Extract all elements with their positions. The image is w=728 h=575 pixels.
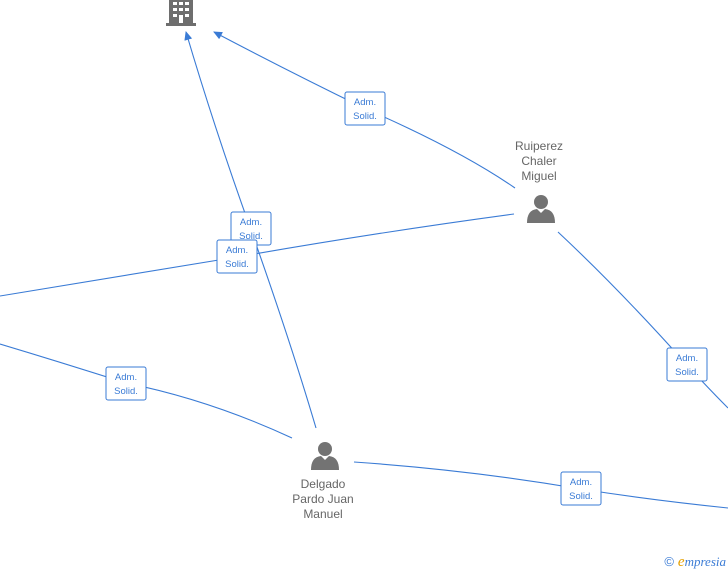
- edge-label-line1: Adm.: [570, 477, 592, 488]
- node-label-line: Delgado: [301, 477, 346, 491]
- edge-label-line2: Solid.: [225, 259, 249, 270]
- node-label-line: Pardo Juan: [292, 492, 353, 506]
- edge-label-line2: Solid.: [675, 367, 699, 378]
- brand-name: mpresia: [684, 554, 726, 569]
- node-label-line: Ruiperez: [515, 139, 563, 153]
- edge-label: Adm. Solid.: [560, 471, 602, 506]
- person-node-ruiperez[interactable]: Ruiperez Chaler Miguel: [515, 139, 563, 223]
- company-node[interactable]: [166, 0, 196, 26]
- edge-label-line1: Adm.: [354, 97, 376, 108]
- copyright-symbol: ©: [664, 554, 674, 569]
- node-label-line: Manuel: [303, 507, 342, 521]
- person-icon: [527, 195, 555, 223]
- edge-delgado-to-right: [353, 461, 728, 509]
- edge-label-line1: Adm.: [676, 353, 698, 364]
- edge-label-line1: Adm.: [115, 372, 137, 383]
- edge-label-line2: Solid.: [569, 491, 593, 502]
- node-label-line: Miguel: [521, 169, 556, 183]
- edge-label: Adm. Solid.: [344, 91, 386, 126]
- person-node-delgado[interactable]: Delgado Pardo Juan Manuel: [292, 442, 354, 521]
- edge-label-line2: Solid.: [353, 111, 377, 122]
- person-icon: [311, 442, 339, 470]
- node-label-line: Chaler: [521, 154, 556, 168]
- edge-ruiperez-to-right: [557, 231, 728, 409]
- edge-label-line2: Solid.: [114, 386, 138, 397]
- brand-initial: e: [677, 554, 685, 570]
- edge-label-line1: Adm.: [240, 217, 262, 228]
- edge-label: Adm. Solid.: [105, 366, 147, 401]
- edge-label: Adm. Solid.: [216, 239, 258, 274]
- edge-label: Adm. Solid.: [666, 347, 708, 382]
- edge-label-line1: Adm.: [226, 245, 248, 256]
- footer-brand: ©empresia: [664, 554, 726, 571]
- edge-label-line2: Solid.: [239, 231, 263, 242]
